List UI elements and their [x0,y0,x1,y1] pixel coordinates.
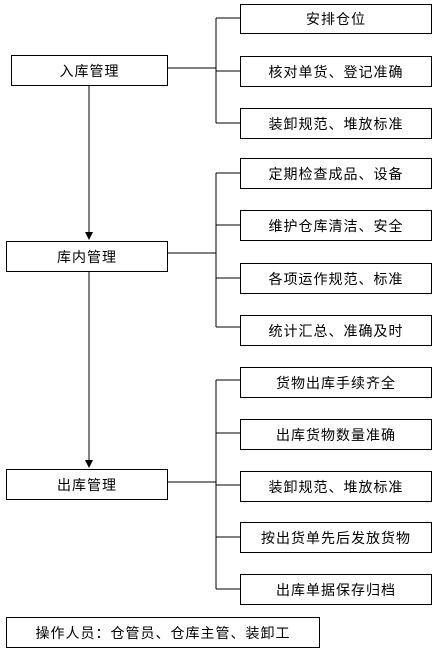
step-box: 货物出库手续齐全 [240,367,432,398]
operators-note: 操作人员：仓管员、仓库主管、装卸工 [6,617,320,648]
step-box: 出库货物数量准确 [240,419,432,450]
bracket-stage-1 [168,17,240,124]
step-box: 装卸规范、堆放标准 [240,471,432,502]
step-box: 安排仓位 [240,4,432,34]
stage-box-outbound: 出库管理 [6,469,168,500]
step-box: 各项运作规范、标准 [240,263,432,294]
bracket-stage-2 [168,172,240,328]
step-box: 按出货单先后发放货物 [240,522,432,553]
step-box: 维护仓库清洁、安全 [240,210,432,241]
stage-box-inbound: 入库管理 [11,55,168,86]
step-box: 装卸规范、堆放标准 [240,108,432,139]
step-box: 定期检查成品、设备 [240,158,432,189]
step-box: 统计汇总、准确及时 [240,315,432,346]
bracket-stage-3 [168,379,240,590]
step-box: 出库单据保存归档 [240,574,432,605]
step-box: 核对单货、登记准确 [240,56,432,87]
stage-box-in-warehouse: 库内管理 [6,241,168,272]
